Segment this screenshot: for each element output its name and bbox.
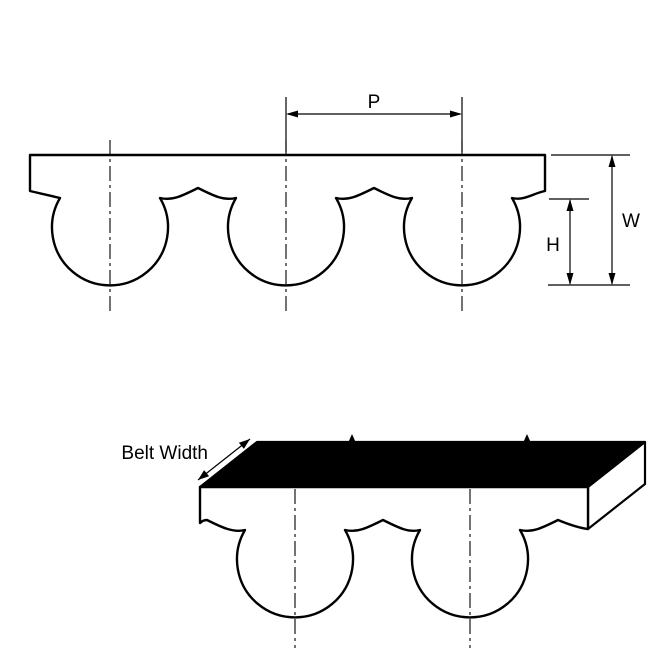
pitch-tick-mark [523,434,531,443]
tooth-height-dimension: H [546,198,589,285]
arrowhead-down-icon [608,273,616,285]
belt-top-face [198,440,647,489]
thickness-dimension: W [548,154,640,286]
perspective-view: Belt Width [121,434,647,648]
belt-width-annotation: Belt Width [121,438,251,481]
arrowhead-upper-icon [238,439,250,449]
arrowhead-left-icon [286,110,298,118]
arrowhead-down-icon [566,273,574,285]
belt-cross-section-outline [28,153,547,287]
belt-width-label: Belt Width [121,443,208,464]
arrowhead-up-icon [608,155,616,167]
belt-width-arrow-line [197,438,251,481]
pitch-tick-mark [348,434,356,443]
belt-front-profile [198,485,590,619]
arrowhead-right-icon [450,110,462,118]
pitch-label: P [368,92,381,113]
arrowhead-lower-icon [198,470,210,480]
thickness-label: W [622,211,640,232]
tooth-height-label: H [546,235,560,256]
arrowhead-up-icon [566,199,574,211]
profile-view: P W H [28,92,640,312]
pitch-dimension: P [285,92,463,152]
